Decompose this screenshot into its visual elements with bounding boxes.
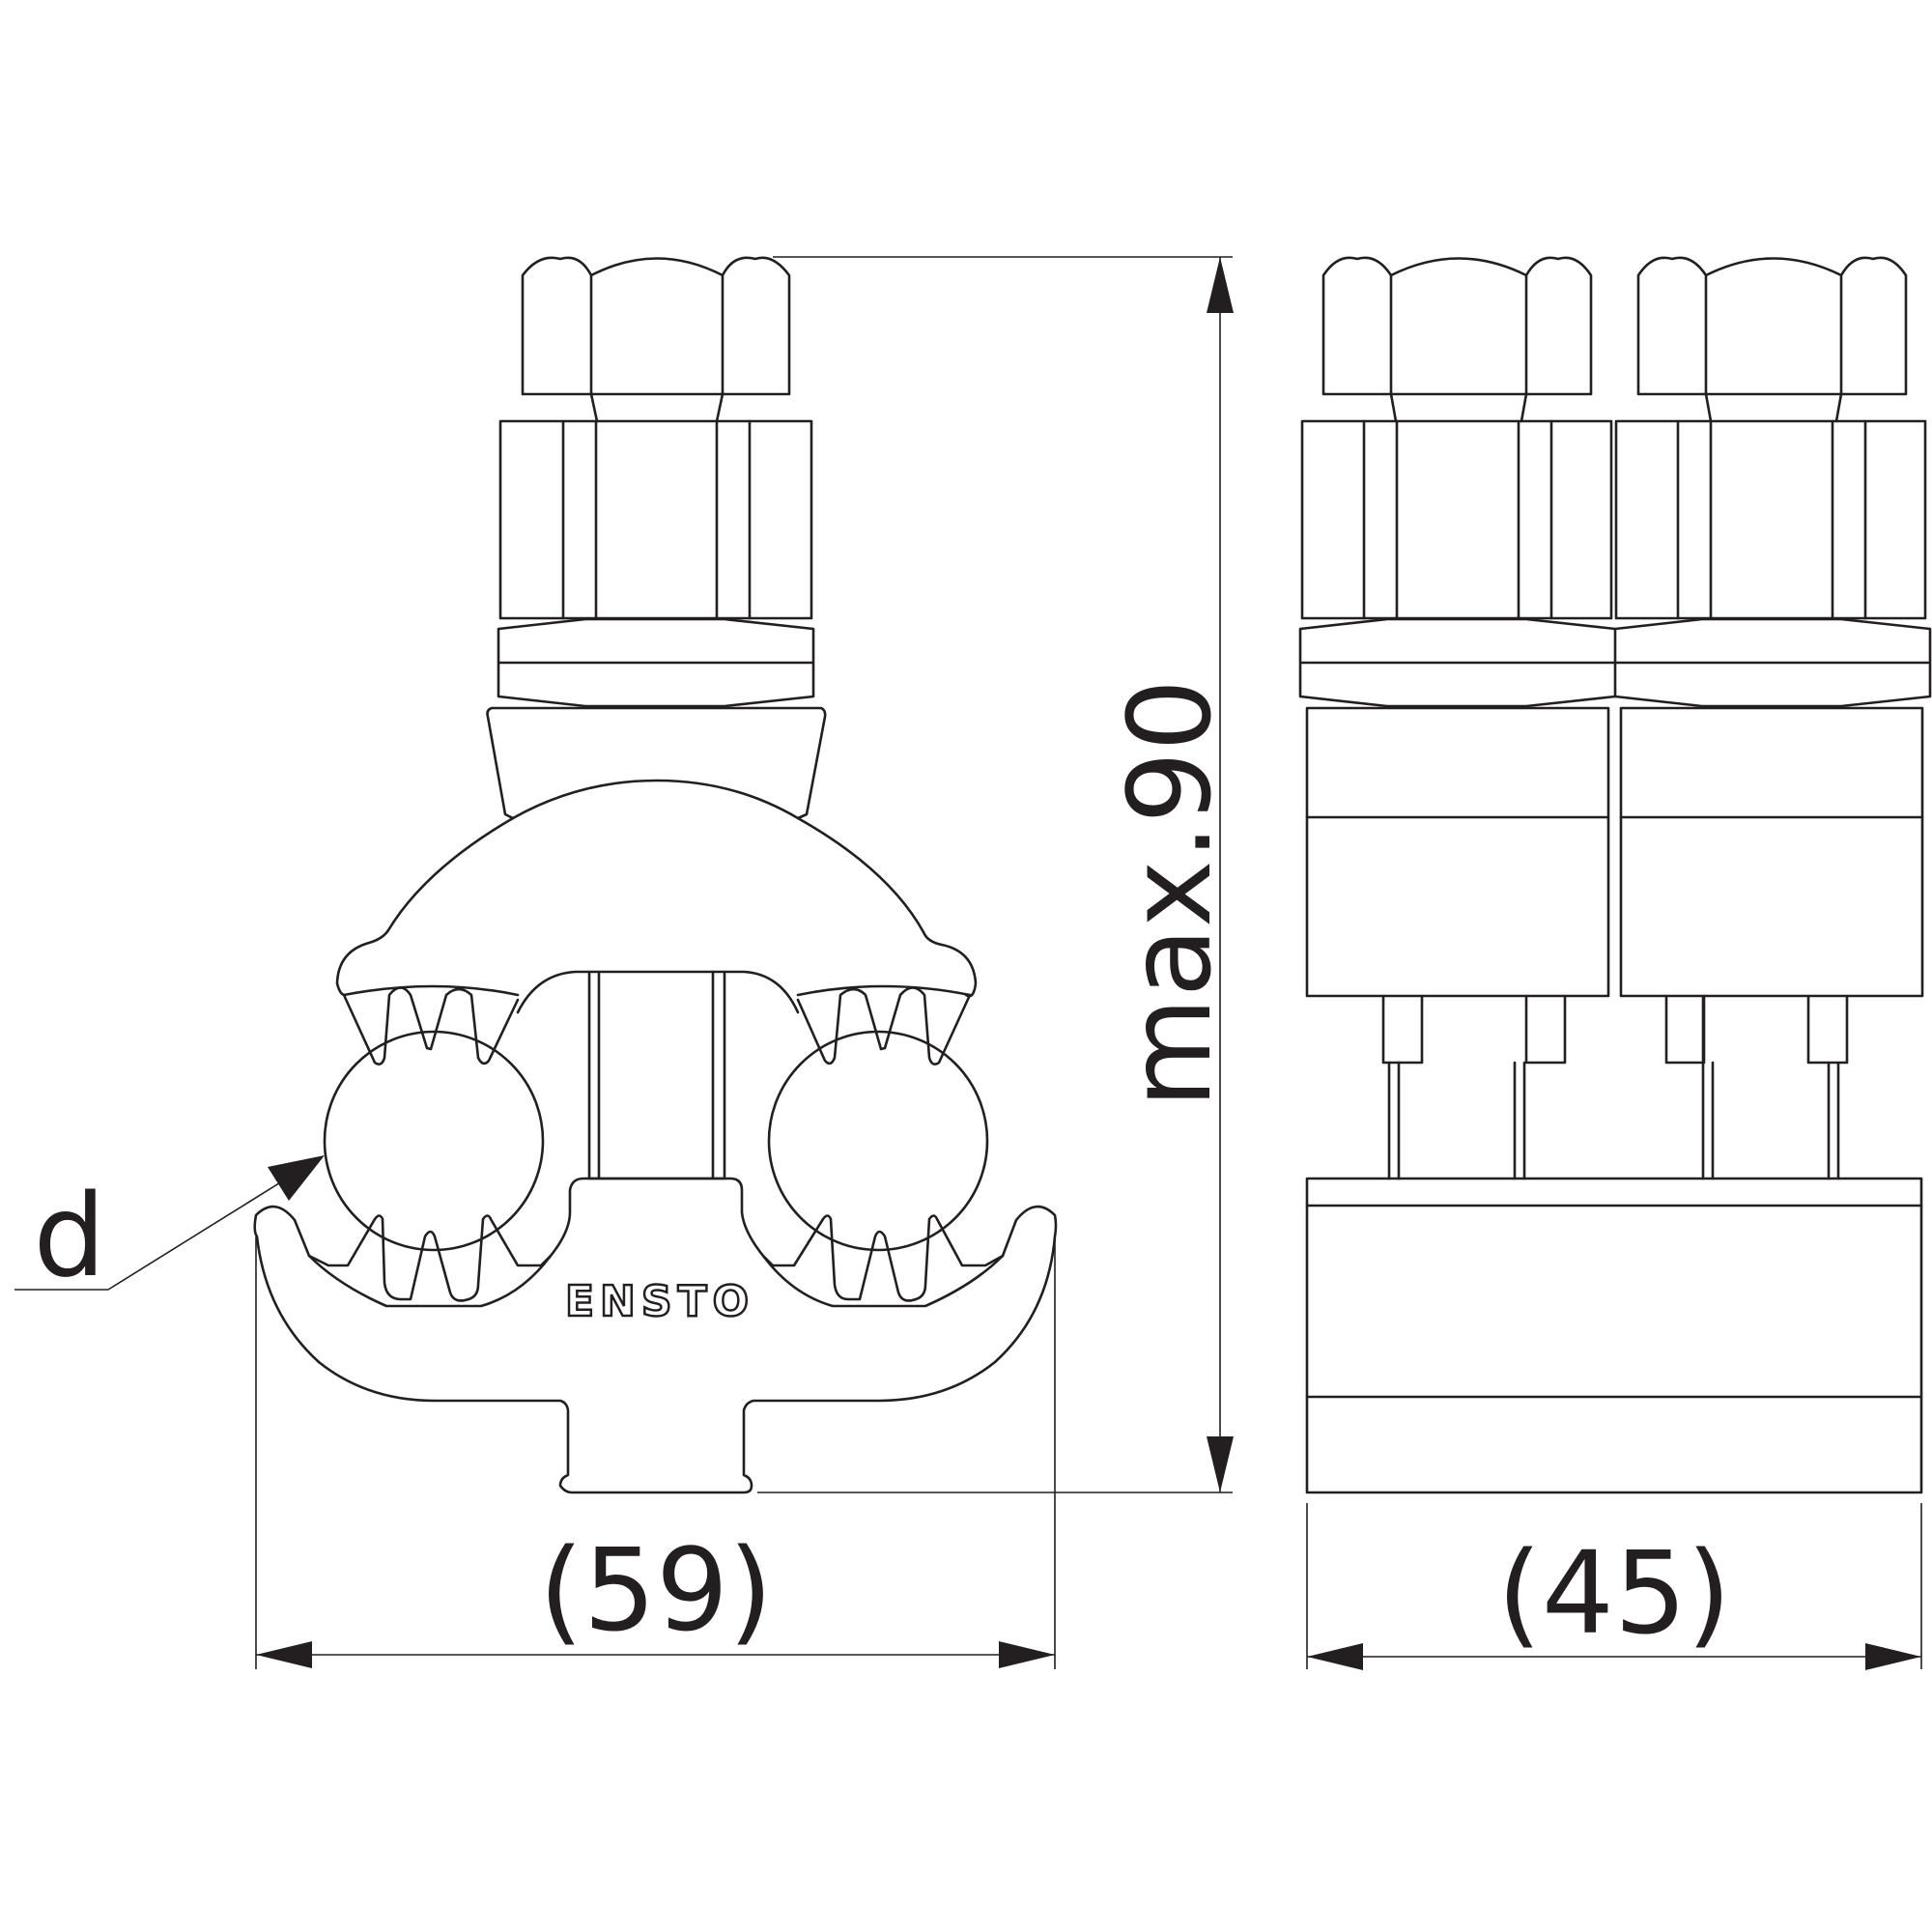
front-width-label: (59)	[539, 1523, 773, 1657]
side-hex-nut-right	[1636, 256, 1908, 396]
front-left-lower-teeth	[307, 1214, 553, 1302]
front-collar	[497, 617, 815, 708]
front-conductor-left	[323, 1030, 545, 1252]
dimension-width-front: (59)	[255, 1236, 1056, 1669]
front-conductor-right	[767, 1030, 989, 1252]
side-upper-block-right	[1619, 706, 1924, 998]
front-view: ENSTO	[253, 256, 1058, 1494]
front-hex-nut	[521, 256, 593, 396]
dimension-height: max.90	[757, 256, 1236, 1493]
front-base-body	[253, 1205, 1058, 1494]
front-center-channel	[587, 971, 726, 1180]
front-dome	[511, 779, 978, 998]
side-hex-nut-left	[1321, 256, 1593, 396]
brand-logo: ENSTO	[565, 1277, 754, 1326]
dimension-width-side: (45)	[1306, 1503, 1922, 1670]
dimension-diameter: d	[14, 1155, 325, 1302]
front-left-upper-teeth	[342, 986, 520, 1065]
front-shear-head	[498, 419, 813, 620]
front-right-upper-teeth	[796, 986, 972, 1065]
side-upper-block-left	[1305, 706, 1610, 998]
side-width-label: (45)	[1497, 1526, 1731, 1660]
front-right-lower-teeth	[761, 1214, 1005, 1302]
side-base-block	[1305, 1177, 1923, 1494]
front-lower-jaw	[293, 1177, 1018, 1308]
side-view	[1298, 256, 1932, 1494]
diameter-label: d	[34, 1169, 106, 1302]
height-label: max.90	[1103, 679, 1236, 1109]
